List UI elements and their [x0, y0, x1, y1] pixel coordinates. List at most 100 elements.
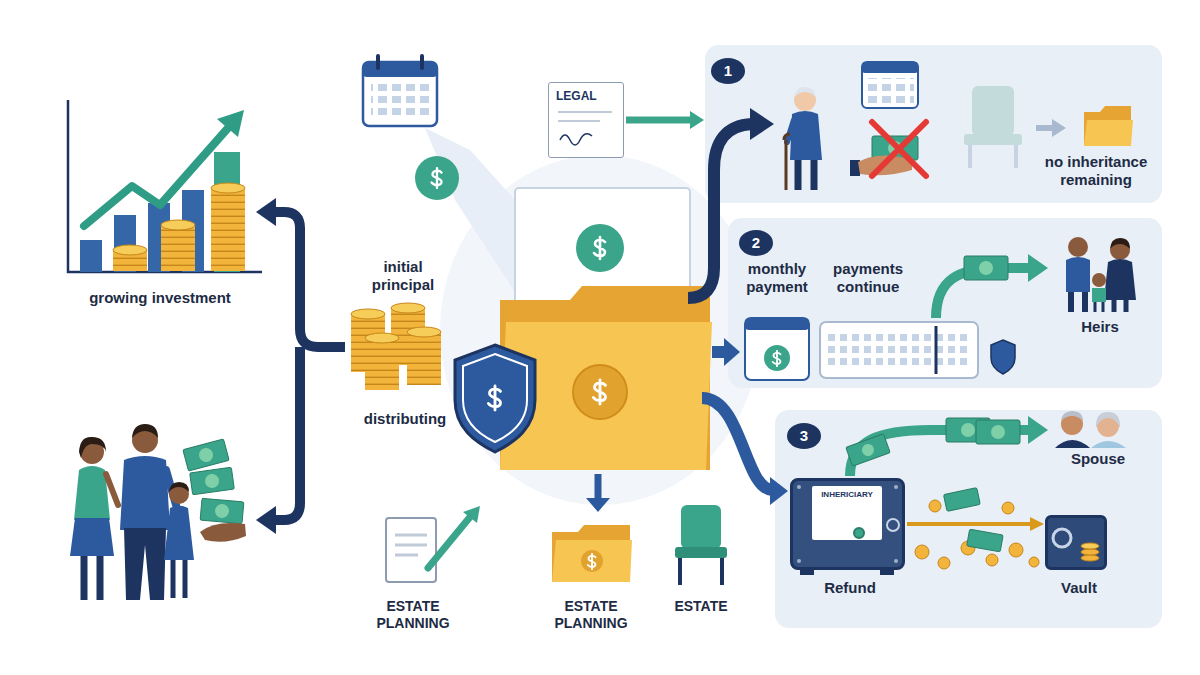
text-slot: Heirs [1060, 318, 1140, 336]
illustration-part [84, 128, 228, 226]
illustration-part [84, 556, 100, 600]
illustration-part [797, 485, 801, 489]
illustration-part [211, 188, 245, 271]
illustration-part [868, 78, 914, 104]
illustration-part [351, 309, 385, 319]
illustration-part [274, 212, 345, 520]
illustration-part [894, 485, 898, 489]
illustration-part [702, 398, 772, 490]
vault-safe-marks [1053, 529, 1099, 561]
coin-flow [915, 488, 1039, 569]
caption-label: ESTATE [661, 598, 741, 615]
illustration-part [68, 100, 262, 272]
illustration-part [961, 541, 975, 555]
illustration-part [798, 160, 814, 190]
illustration-part [1084, 106, 1131, 146]
illustration-part [688, 124, 752, 298]
illustration-part [595, 474, 602, 500]
illustration-part [675, 547, 727, 558]
illustration-part [200, 498, 244, 524]
illustration-part [576, 224, 624, 272]
illustration-part [872, 136, 918, 160]
illustration-part [946, 418, 990, 442]
callout-number-text: 3 [787, 423, 821, 449]
payment-arrow [936, 254, 1048, 318]
illustration-part [386, 518, 436, 582]
illustration-part [724, 338, 740, 366]
illustration-part [790, 111, 822, 160]
coin-stacks [351, 303, 441, 390]
illustration-part [211, 183, 245, 193]
illustration-part [391, 303, 425, 313]
faded-arrow [1036, 119, 1066, 137]
text-slot: ESTATE [661, 598, 741, 615]
illustration-part [828, 334, 972, 370]
certificate-seal [853, 527, 865, 539]
family-figure [70, 424, 246, 600]
illustration-part [1084, 120, 1133, 146]
illustration-part [1096, 412, 1120, 428]
vault-safe: Vault [1045, 515, 1107, 570]
illustration-part [770, 477, 788, 505]
monthly-calendar [745, 318, 809, 380]
callout-number: 2 [739, 230, 773, 256]
illustration-part [860, 442, 875, 457]
vault-label: Vault [1044, 579, 1114, 597]
small-shield [991, 340, 1015, 374]
scenario-panel: Spouse3INHERICIARYRefundVault [775, 410, 1162, 628]
vault-label: Refund [805, 579, 895, 597]
panel-text: no inheritance remaining [1026, 153, 1166, 190]
illustration-part [681, 505, 721, 549]
illustration-part [862, 62, 918, 108]
illustration-part [787, 120, 794, 142]
document-title: LEGAL [556, 89, 620, 104]
callout-number: 3 [787, 423, 821, 449]
text-slot: 2 [739, 230, 773, 256]
illustration-part [1110, 240, 1130, 260]
illustration-part [745, 318, 809, 330]
illustration-part [124, 528, 166, 600]
illustration-part [858, 155, 912, 175]
illustration-part [586, 498, 610, 512]
panel-text: monthly payment [734, 260, 820, 297]
illustration-part [183, 439, 229, 471]
caption-label: initial principal [363, 258, 443, 295]
illustration-part [944, 488, 981, 512]
illustration-part [894, 559, 898, 563]
illustration-part [1091, 441, 1126, 448]
illustration-part [1061, 413, 1083, 435]
caption-label: distributing [350, 410, 460, 428]
illustration-part [190, 467, 235, 495]
illustration-part [784, 134, 790, 190]
illustration-part [256, 506, 276, 534]
illustration-part [378, 56, 422, 68]
illustration-part [132, 424, 158, 438]
illustration-part [1036, 125, 1054, 131]
illustration-part [1081, 555, 1099, 561]
illustration-part [1061, 411, 1083, 421]
illustration-part [967, 529, 1003, 552]
illustration-part [800, 570, 814, 575]
illustration-part [428, 517, 470, 568]
illustration-part [797, 559, 801, 563]
text-slot: initial principal [363, 258, 443, 295]
caption-label: growing investment [70, 289, 250, 307]
illustration-part [1028, 254, 1048, 282]
illustration-part [581, 550, 603, 572]
document-title: INHERICIARY [812, 486, 882, 540]
callout-number-text: 1 [711, 58, 745, 84]
illustration-part [1097, 415, 1119, 437]
illustration-part [991, 340, 1015, 374]
illustration-part [1053, 529, 1071, 547]
illustration-part [846, 434, 890, 466]
illustration-part [407, 327, 441, 337]
illustration-part [773, 351, 781, 366]
illustration-part [1052, 119, 1066, 137]
illustration-part [862, 62, 918, 73]
illustration-part [79, 437, 106, 458]
text-slot: ESTATE PLANNING [368, 598, 458, 632]
illustration-part [872, 122, 926, 176]
illustration-part [365, 333, 399, 343]
spouse-figures [1055, 411, 1126, 448]
